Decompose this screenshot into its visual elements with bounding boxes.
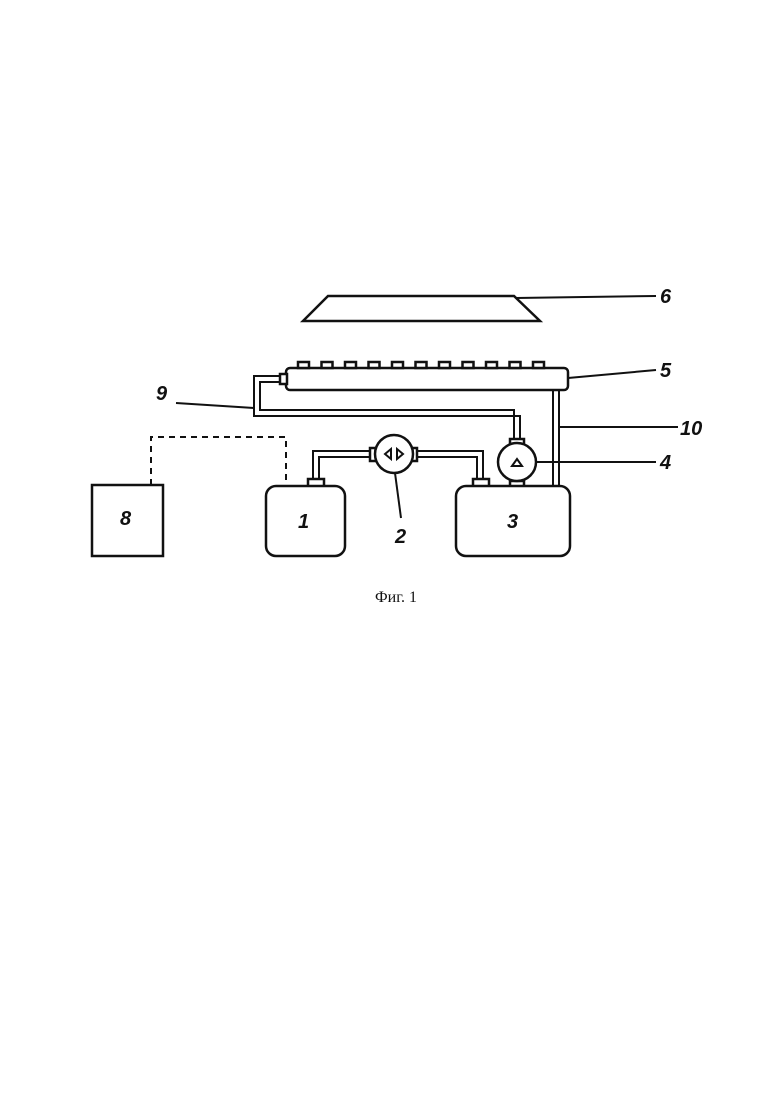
nozzle bbox=[439, 362, 450, 368]
leader-2 bbox=[395, 473, 401, 518]
pump-2 bbox=[370, 435, 417, 473]
label-3: 3 bbox=[507, 511, 518, 533]
nozzle bbox=[533, 362, 544, 368]
nozzle bbox=[416, 362, 427, 368]
label-2: 2 bbox=[394, 526, 406, 548]
label-10: 10 bbox=[680, 418, 702, 440]
label-9: 9 bbox=[156, 383, 168, 405]
nozzle bbox=[322, 362, 333, 368]
leader-5 bbox=[568, 370, 656, 378]
nozzle bbox=[369, 362, 380, 368]
nozzle bbox=[463, 362, 474, 368]
pipe-10 bbox=[553, 390, 559, 487]
label-5: 5 bbox=[660, 360, 672, 382]
nozzle bbox=[345, 362, 356, 368]
cover-6 bbox=[303, 296, 540, 321]
control-link bbox=[151, 437, 286, 486]
label-4: 4 bbox=[659, 452, 671, 474]
pump-4 bbox=[498, 439, 536, 487]
nozzle bbox=[510, 362, 521, 368]
nozzle bbox=[392, 362, 403, 368]
manifold-5 bbox=[280, 362, 568, 390]
label-8: 8 bbox=[120, 508, 132, 530]
leader-9 bbox=[176, 403, 254, 408]
label-6: 6 bbox=[660, 286, 672, 308]
figure-caption: Фиг. 1 bbox=[375, 589, 417, 606]
nozzle bbox=[298, 362, 309, 368]
leader-6 bbox=[516, 296, 656, 298]
nozzle bbox=[486, 362, 497, 368]
label-1: 1 bbox=[298, 511, 309, 533]
